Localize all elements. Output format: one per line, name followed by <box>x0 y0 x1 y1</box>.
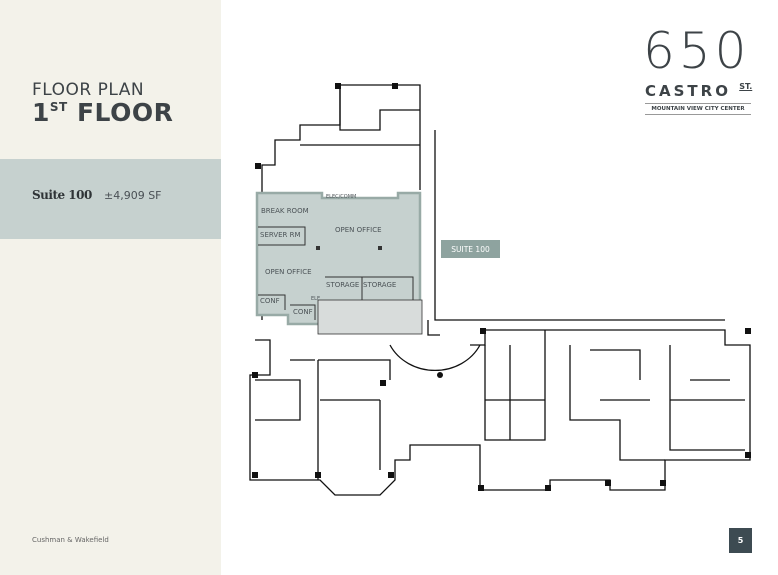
floor-title: 1ST FLOOR <box>32 98 173 127</box>
suite-area: ±4,909 SF <box>104 189 162 202</box>
room-label-storage: STORAGE <box>326 281 360 289</box>
room-label-server-room: SERVER RM <box>260 231 301 239</box>
room-label-storage-2: STORAGE <box>363 281 397 289</box>
suite-band <box>0 159 221 239</box>
logo-street: CASTRO ST. <box>645 82 752 100</box>
logo-number: 650 <box>643 22 751 80</box>
room-label-elec-comm: ELEC/COMM <box>326 194 357 200</box>
suite-tag: SUITE 100 <box>441 240 500 258</box>
footer-credit: Cushman & Wakefield <box>32 536 109 544</box>
room-label-break-room: BREAK ROOM <box>261 207 309 215</box>
logo-tagline: MOUNTAIN VIEW CITY CENTER <box>645 103 751 115</box>
room-label-conf-2: CONF <box>293 308 313 316</box>
room-label-open-office: OPEN OFFICE <box>335 226 382 234</box>
logo-street-suffix: ST. <box>739 82 753 91</box>
floor-plan-drawing <box>249 83 751 496</box>
room-label-conf: CONF <box>260 297 280 305</box>
page-number: 5 <box>729 528 752 553</box>
room-label-ele: ELE <box>311 296 321 302</box>
floor-number: 1 <box>32 98 50 127</box>
floor-word: FLOOR <box>76 98 174 127</box>
room-label-open-office-2: OPEN OFFICE <box>265 268 312 276</box>
sidebar-panel: FLOOR PLAN 1ST FLOOR Suite 100 ±4,909 SF… <box>0 0 221 575</box>
floor-plan-heading: FLOOR PLAN <box>32 80 145 100</box>
floor-suffix: ST <box>49 100 68 114</box>
logo-street-name: CASTRO <box>645 82 731 100</box>
suite-name: Suite 100 <box>32 188 92 202</box>
